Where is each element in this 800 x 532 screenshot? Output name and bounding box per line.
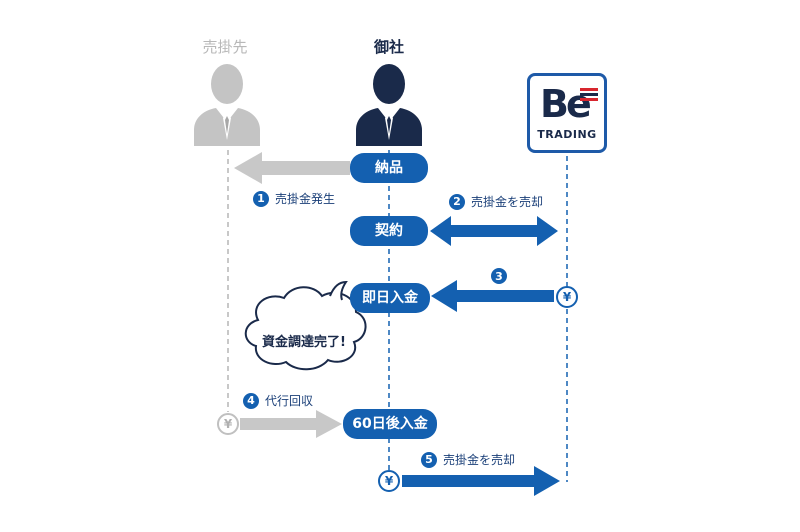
- step-number-1: 1: [253, 190, 269, 207]
- step-4: 4 代行回収: [243, 392, 313, 409]
- step-1: 1 売掛金発生: [253, 190, 335, 207]
- step-number-5: 5: [421, 451, 437, 468]
- contract-pill: 契約: [350, 216, 428, 246]
- step-number-3: 3: [491, 268, 507, 284]
- yen-coin-icon-customer: ¥: [217, 413, 239, 435]
- collection-arrow: [240, 410, 342, 438]
- funding-complete-bubble-text: 資金調達完了!: [262, 335, 346, 350]
- sixty-day-payment-pill: 60日後入金: [343, 409, 437, 439]
- yen-coin-icon-be: ¥: [556, 286, 578, 308]
- be-trading-logo: Be TRADING: [527, 73, 607, 153]
- yen-coin-icon-company: ¥: [378, 470, 400, 492]
- step-number-2: 2: [449, 193, 465, 210]
- step-label-5: 売掛金を売却: [443, 453, 516, 467]
- delivery-pill: 納品: [350, 153, 428, 183]
- logo-stripe-red-2: [580, 98, 598, 101]
- logo-stripe-red: [580, 88, 598, 91]
- step-label-4: 代行回収: [265, 394, 314, 408]
- customer-person-icon: [194, 64, 260, 146]
- logo-stripe-navy: [580, 93, 598, 96]
- speech-cloud: [244, 280, 367, 371]
- step-3: 3: [491, 268, 507, 284]
- contract-double-arrow: [430, 216, 558, 246]
- step-2: 2 売掛金を売却: [449, 193, 543, 210]
- company-person-icon: [356, 64, 422, 146]
- logo-trading-text: TRADING: [537, 128, 597, 141]
- delivery-arrow: [234, 152, 350, 184]
- step-number-4: 4: [243, 392, 259, 409]
- same-day-payment-arrow: [431, 280, 554, 312]
- step-label-2: 売掛金を売却: [471, 195, 544, 209]
- sell-arrow: [402, 466, 560, 496]
- column-title-customer: 売掛先: [202, 38, 248, 56]
- step-label-1: 売掛金発生: [275, 192, 336, 206]
- step-5: 5 売掛金を売却: [421, 451, 515, 468]
- same-day-payment-pill: 即日入金: [350, 283, 430, 313]
- column-title-company: 御社: [373, 38, 405, 56]
